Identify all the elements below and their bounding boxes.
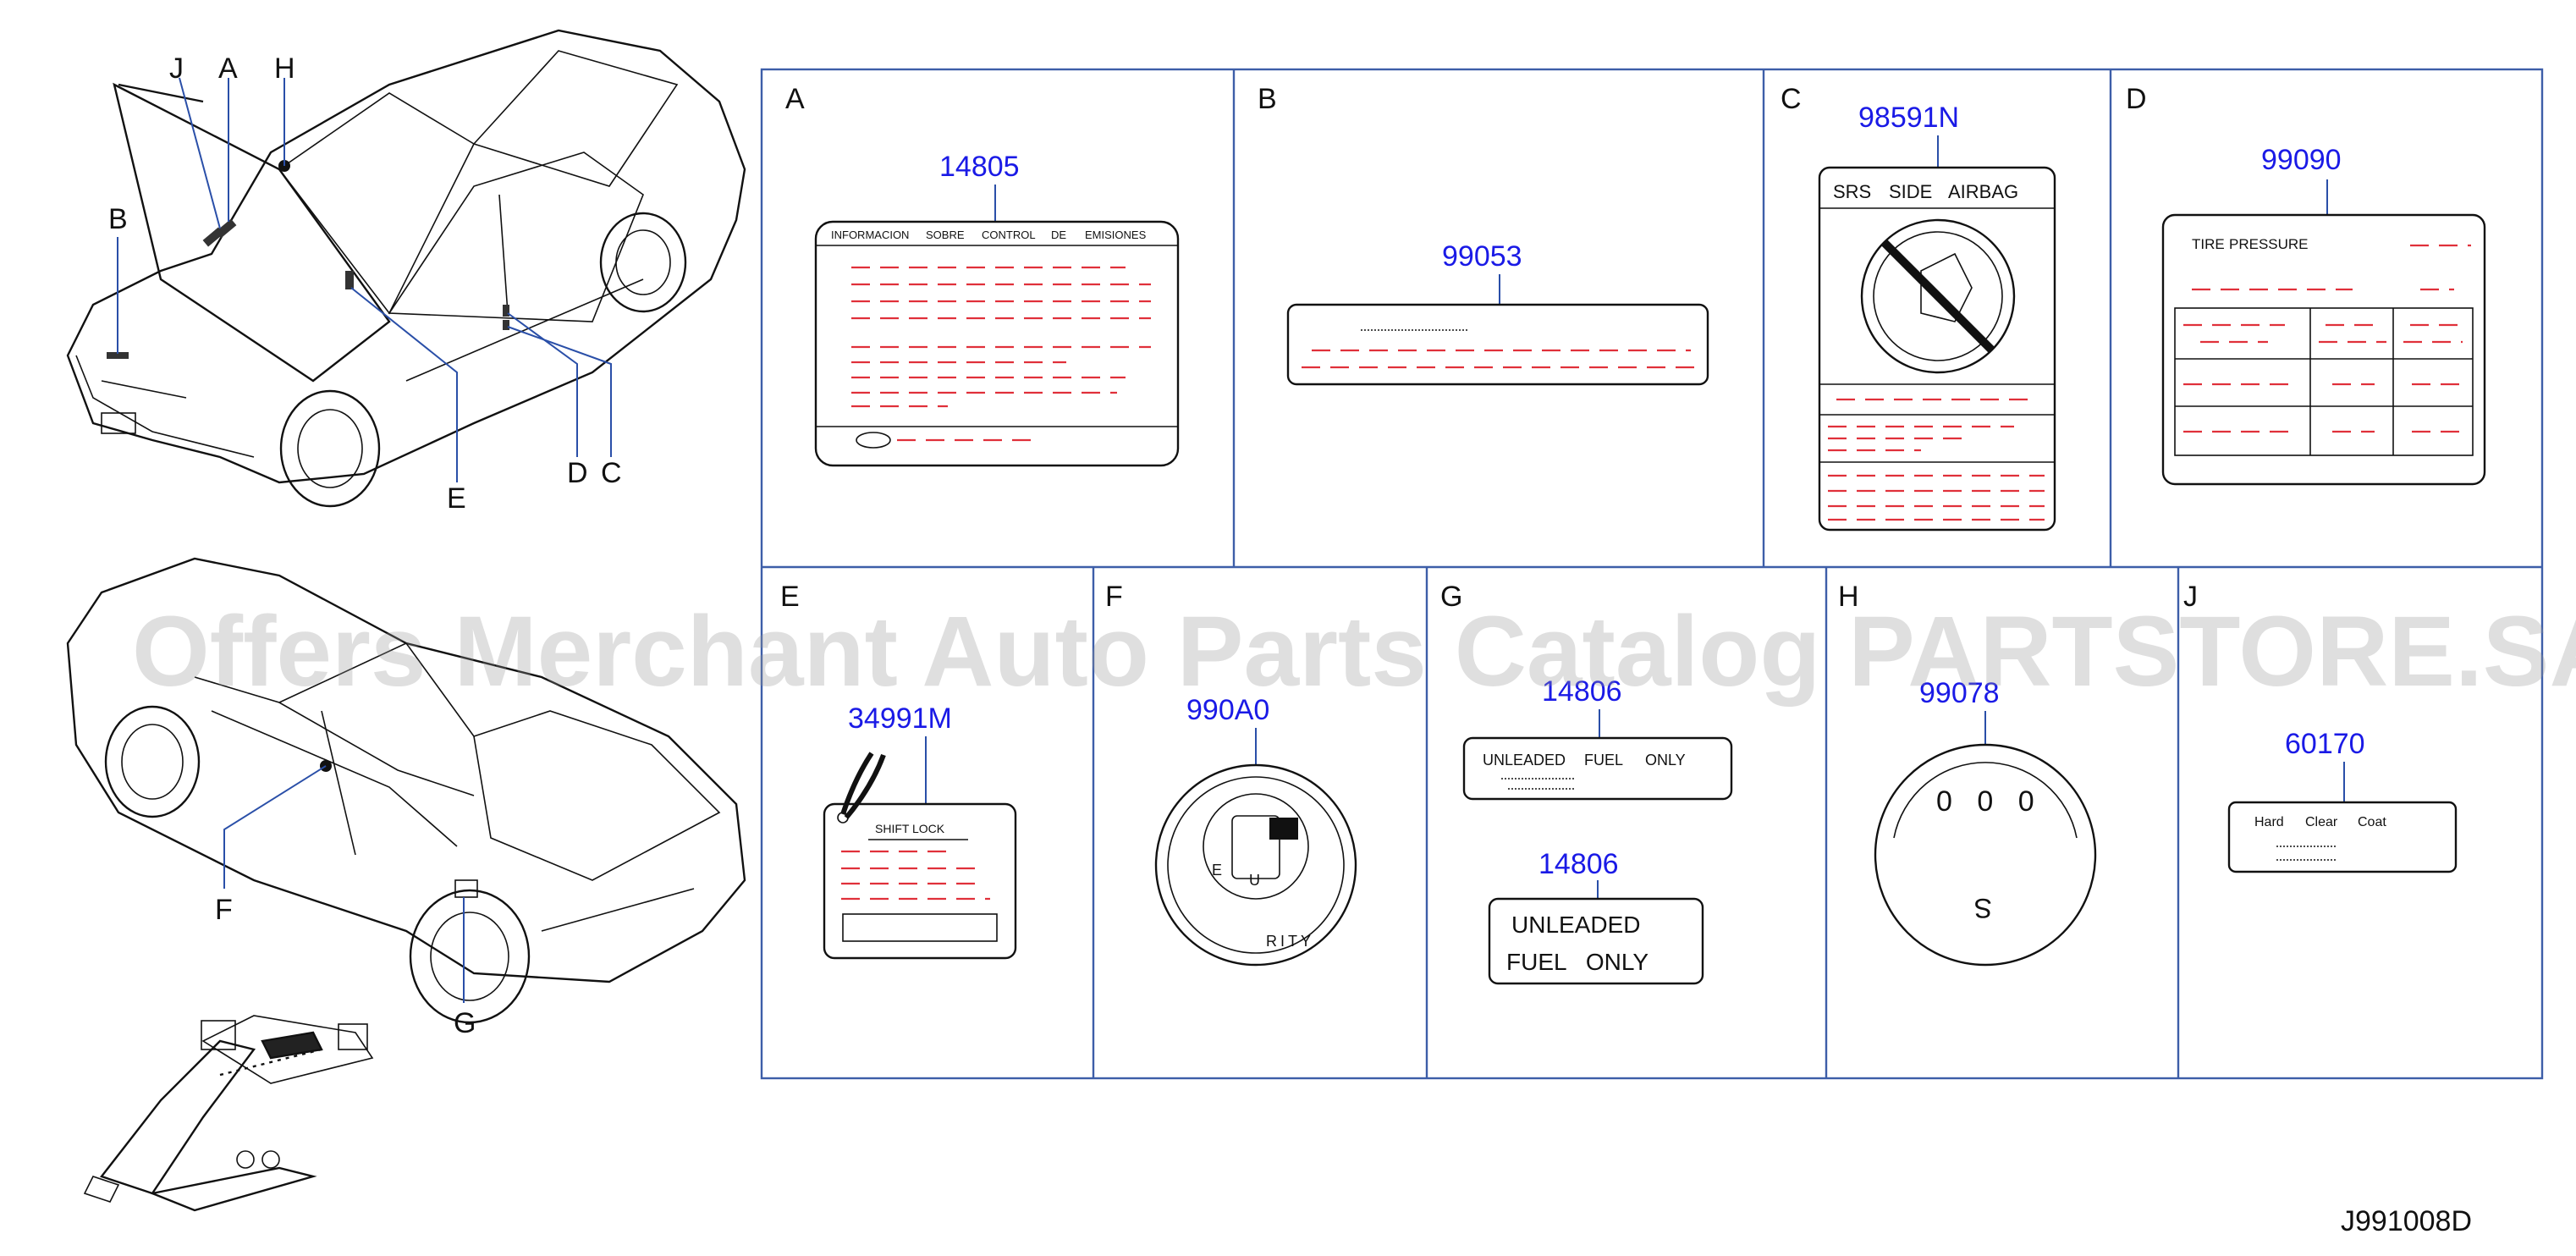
cell-F: F 990A0 E U RITY [1105,581,1357,967]
jack-illustration [83,1015,374,1212]
label-99053 [1286,303,1709,386]
callout-D: D [567,457,588,489]
dial-bottom-symbol: S [1974,893,1992,923]
part-number: 99053 [1442,240,1522,273]
part-number: 99090 [2261,144,2342,176]
ring-text-1: E [1212,862,1222,879]
emission-label-title: INFORMACION SOBRE CONTROL DE EMISIONES [831,229,1147,241]
part-number: 14805 [939,151,1020,183]
no-child-seat-icon [1860,218,2016,374]
ring-text-2: U [1249,872,1260,889]
callout-C: C [601,457,622,489]
part-number: 14806 [1542,675,1622,708]
callout-J: J [169,52,184,85]
part-number: 990A0 [1186,694,1269,726]
cell-letter: E [780,581,800,613]
cell-H: H 99078 0 0 0 S [1838,581,2097,967]
cell-C: C 98591N SRS SIDE AIRBAG [1781,83,2056,532]
part-number: 99078 [1919,677,2000,709]
unleaded-label-large [1488,897,1704,985]
marker-B [107,352,129,359]
unleaded-small-text: UNLEADED FUEL ONLY [1483,752,1686,768]
cell-B: B 99053 [1258,83,1709,386]
callout-A: A [218,52,238,85]
cell-letter: C [1781,83,1802,115]
unleaded-large-line-2: FUEL ONLY [1506,949,1649,975]
watermark: Offers Merchant Auto Parts Catalog PARTS… [132,596,2576,708]
security-decal [1154,763,1357,967]
unleaded-label-small [1462,736,1733,801]
cell-A: A 14805 INFORMACION SOBRE CONTROL DE EMI… [785,83,1180,467]
marker-D [503,305,509,317]
part-number-2: 14806 [1538,848,1619,880]
marker-E [345,271,354,289]
marker-G [454,879,478,898]
tire-pressure-label [2161,213,2486,486]
cell-letter: A [785,83,805,115]
part-number: 34991M [848,702,952,735]
cell-D: D 99090 TIRE PRESSURE [2126,83,2486,486]
callout-H: H [274,52,295,85]
callout-B: B [108,203,128,235]
marker-C [503,320,509,330]
callout-E: E [447,482,466,515]
cell-letter: G [1440,581,1462,613]
cell-G: G 14806 UNLEADED FUEL ONLY 14806 UNLEADE… [1440,581,1733,985]
cell-letter: J [2183,581,2198,613]
cell-E: E 34991M SHIFT LOCK [780,581,1017,960]
srs-airbag-title: SRS SIDE AIRBAG [1833,181,2018,202]
dial-decal [1874,743,2097,967]
unleaded-large-line-1: UNLEADED [1511,912,1640,938]
front-car-illustration [66,29,746,508]
part-number: 98591N [1858,102,1959,134]
cell-letter: F [1105,581,1123,613]
cell-letter: H [1838,581,1859,613]
label-grid [760,68,2544,1080]
hard-clear-coat-label [2227,801,2458,873]
callout-F: F [215,894,233,926]
cell-letter: D [2126,83,2147,115]
part-number: 60170 [2285,728,2365,760]
tire-pressure-title: TIRE PRESSURE [2192,236,2309,252]
shift-lock-title: SHIFT LOCK [875,822,945,835]
srs-airbag-label [1818,166,2056,532]
callout-G: G [454,1007,476,1039]
marker-J [202,227,224,247]
key-icon [1269,818,1298,840]
car-icon [1231,815,1280,879]
cell-J: J 60170 Hard Clear Coat [2183,581,2458,873]
shift-lock-label [823,802,1017,960]
emission-label [814,220,1180,467]
nissan-logo-icon [856,432,891,449]
hard-clear-coat-title: Hard Clear Coat [2254,815,2386,829]
dial-top-digits: 0 0 0 [1936,785,2043,818]
rear-car-illustration [66,557,746,1024]
diagram-code: J991008D [2341,1205,2472,1237]
ring-text-3: RITY [1266,933,1314,950]
cell-letter: B [1258,83,1277,115]
